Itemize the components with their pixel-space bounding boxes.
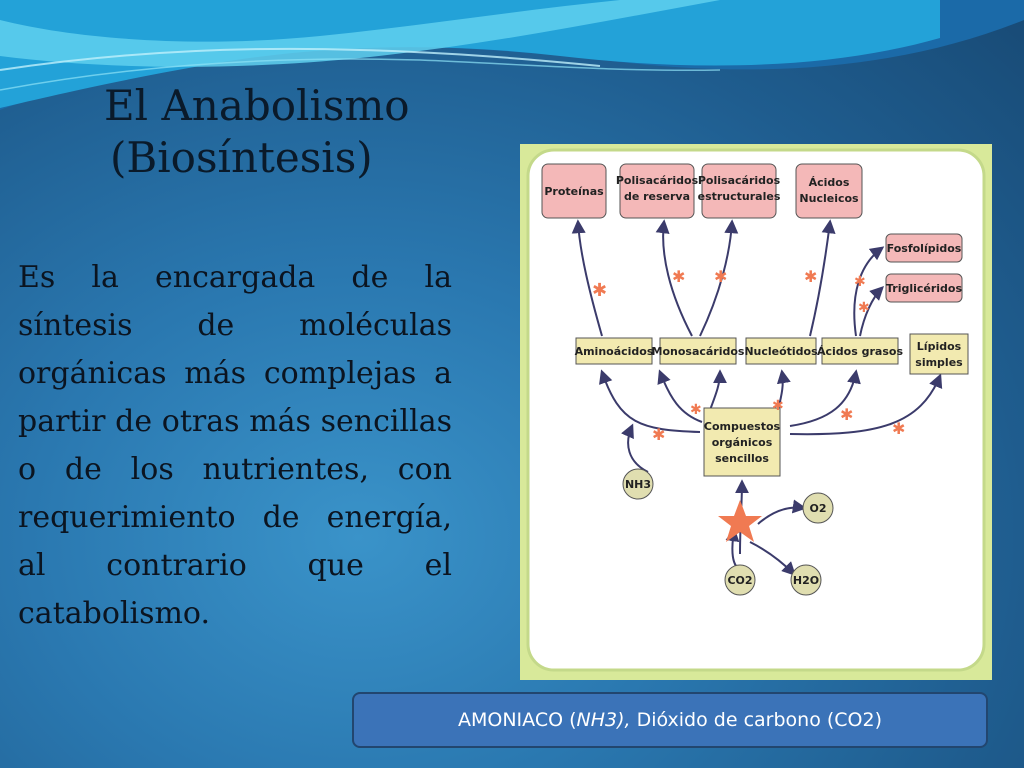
svg-text:Ácidos: Ácidos [809,176,850,189]
svg-text:Polisacáridos: Polisacáridos [698,174,781,187]
svg-text:Nucleicos: Nucleicos [799,192,859,205]
caption-italic: NH3), [576,709,631,731]
caption-box: AMONIACO (NH3), Dióxido de carbono (CO2) [352,692,988,748]
top-box-polisacaridos-estructurales: Polisacáridos estructurales [698,163,781,219]
circle-co2: CO2 [724,564,756,596]
svg-text:Polisacáridos: Polisacáridos [616,174,699,187]
top-box-acidos-nucleicos: Ácidos Nucleicos [795,163,863,219]
caption-prefix: AMONIACO ( [458,709,577,731]
svg-text:Nucleótidos: Nucleótidos [744,345,818,358]
circle-nh3: NH3 [622,468,654,500]
svg-text:CO2: CO2 [727,574,752,587]
center-box-compuestos: Compuestos orgánicos sencillos [703,407,781,477]
right-box-fosfolipidos: Fosfolípidos [885,233,963,263]
svg-text:Triglicéridos: Triglicéridos [886,282,963,295]
svg-text:✱: ✱ [840,405,853,424]
svg-text:NH3: NH3 [625,478,651,491]
svg-text:Fosfolípidos: Fosfolípidos [887,242,962,255]
title-line-1: El Anabolismo [104,81,410,130]
svg-text:de reserva: de reserva [624,190,690,203]
svg-text:Ácidos grasos: Ácidos grasos [817,345,903,358]
svg-text:✱: ✱ [592,280,607,301]
circle-h2o: H2O [790,564,822,596]
middle-box-lipidos-simples: Lípidos simples [909,333,969,375]
svg-text:O2: O2 [809,502,826,515]
svg-text:Monosacáridos: Monosacáridos [652,345,745,358]
title-line-2: (Biosíntesis) [110,133,373,182]
svg-text:✱: ✱ [854,274,866,290]
body-paragraph: Es la encargada de la síntesis de molécu… [18,260,452,631]
middle-box-nucleotidos: Nucleótidos [744,337,818,365]
top-box-polisacaridos-reserva: Polisacáridos de reserva [616,163,699,219]
svg-text:Proteínas: Proteínas [544,185,604,198]
svg-text:sencillos: sencillos [715,452,769,465]
svg-text:✱: ✱ [672,267,685,286]
svg-text:✱: ✱ [804,267,817,286]
middle-box-monosacaridos: Monosacáridos [652,337,745,365]
svg-text:simples: simples [915,356,963,369]
middle-box-acidos-grasos: Ácidos grasos [817,337,903,365]
middle-box-aminoacidos: Aminoácidos [575,337,654,365]
svg-text:✱: ✱ [714,267,727,286]
svg-text:✱: ✱ [858,300,870,316]
svg-text:Lípidos: Lípidos [917,340,962,353]
anabolism-diagram: Proteínas Polisacáridos de reserva Polis… [520,144,992,680]
svg-text:estructurales: estructurales [698,190,781,203]
svg-text:✱: ✱ [772,398,784,414]
energy-star-icons: ✱ ✱ ✱ ✱ ✱ ✱ ✱ ✱ ✱ ✱ ✱ [592,267,905,542]
svg-text:✱: ✱ [652,425,665,444]
svg-text:H2O: H2O [793,574,819,587]
svg-text:✱: ✱ [892,419,905,438]
caption-suffix: Dióxido de carbono (CO2) [630,709,882,731]
circle-o2: O2 [802,492,834,524]
top-box-proteinas: Proteínas [541,163,607,219]
svg-text:Compuestos: Compuestos [704,420,781,433]
slide-title: El Anabolismo (Biosíntesis) [104,80,504,184]
header-waves [0,0,1024,110]
svg-text:orgánicos: orgánicos [712,436,773,449]
right-box-trigliceridos: Triglicéridos [885,273,963,303]
svg-text:✱: ✱ [690,402,702,418]
svg-text:Aminoácidos: Aminoácidos [575,345,654,358]
